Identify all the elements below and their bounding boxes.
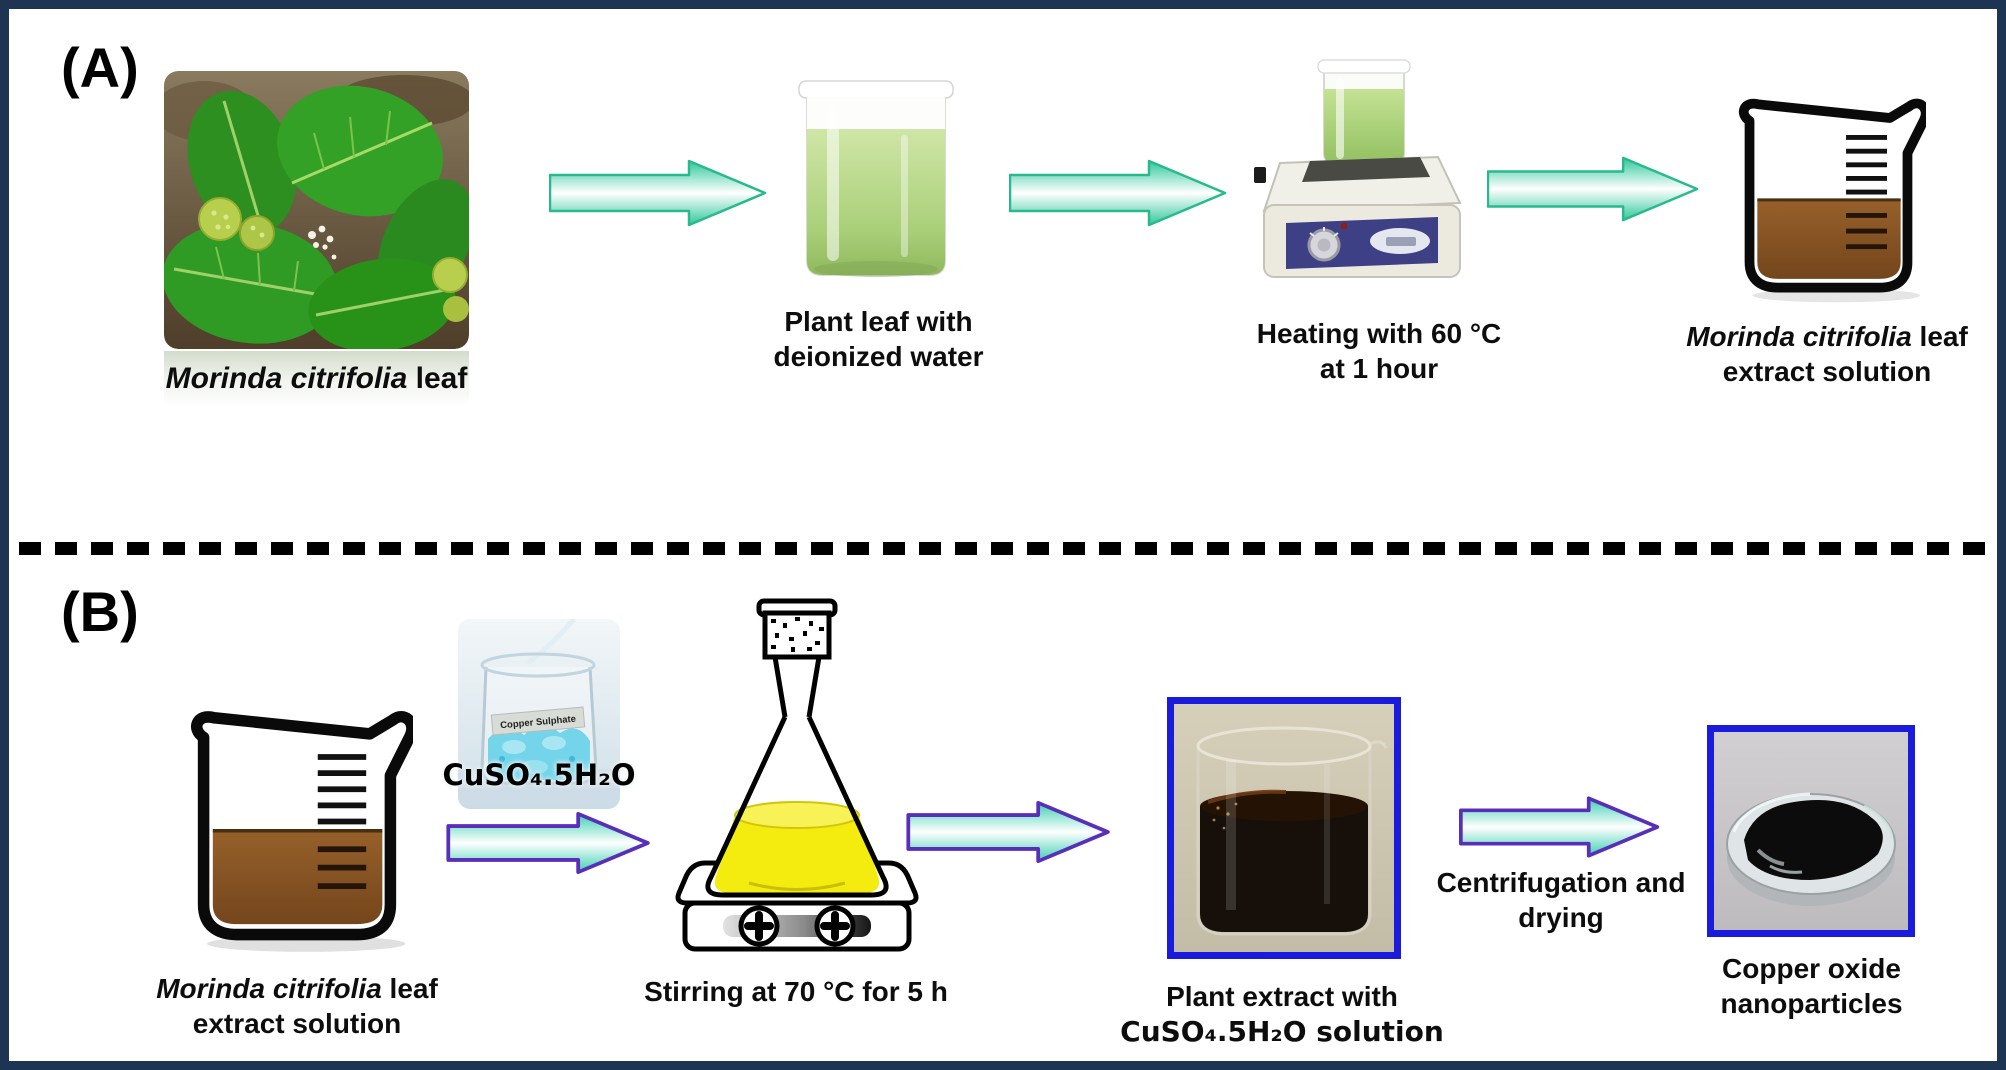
leaf-photo-art bbox=[164, 71, 469, 349]
bottle-label: Copper Sulphate bbox=[490, 706, 586, 736]
brown-extract-liquid bbox=[1757, 199, 1901, 279]
arrow-b2-icon bbox=[901, 800, 1117, 864]
flask-stopper bbox=[756, 598, 838, 660]
dark-extract-liquid bbox=[1200, 806, 1368, 932]
flask-on-stirrer bbox=[671, 597, 923, 959]
dashed-divider bbox=[19, 542, 1987, 555]
side-switch bbox=[1254, 167, 1266, 183]
hotplate-heater bbox=[1252, 55, 1467, 298]
morinda-leaf-photo bbox=[164, 71, 469, 349]
photo-beaker-glass bbox=[1196, 746, 1372, 936]
panel-b-label: (B) bbox=[61, 580, 139, 643]
heating-caption: Heating with 60 °C at 1 hour bbox=[1256, 318, 1502, 384]
noni-fruits bbox=[198, 197, 469, 322]
extract-beaker-a bbox=[1731, 85, 1926, 305]
copper-sulfate-photo: Copper Sulphate bbox=[458, 619, 620, 809]
green-liquid bbox=[807, 129, 945, 275]
leaf-caption-species: Morinda citrifolia bbox=[165, 362, 408, 395]
arrow-a3-icon bbox=[1487, 155, 1699, 223]
leaf-photo-reflection bbox=[164, 351, 469, 417]
leaf-caption-rest: leaf bbox=[407, 362, 468, 395]
product-photo bbox=[1707, 725, 1915, 937]
brown-extract-liquid bbox=[212, 830, 383, 925]
product-caption: Copper oxide nanoparticles bbox=[1720, 953, 1903, 1019]
graduation-marks bbox=[1846, 135, 1887, 195]
extract-b-caption: Morinda citrifolia leaf extract solution bbox=[156, 973, 438, 1039]
panel-a-label: (A) bbox=[61, 36, 139, 99]
arrow-a1-icon bbox=[549, 159, 767, 227]
arrow-a2-icon bbox=[1009, 159, 1227, 227]
stirrer-knobs bbox=[738, 905, 856, 947]
heating-surface bbox=[1302, 157, 1430, 182]
extract-beaker-b bbox=[181, 697, 413, 953]
cuo-powder bbox=[1744, 800, 1883, 880]
arrow-b3-icon bbox=[1459, 795, 1661, 859]
cuso4-formula-label: CuSO₄.5H₂O bbox=[442, 758, 636, 792]
yellow-liquid bbox=[714, 806, 880, 893]
leaf-shapes bbox=[164, 85, 469, 349]
flower-cluster bbox=[308, 225, 337, 260]
glass-rod bbox=[526, 619, 576, 665]
arrow-b1-icon bbox=[441, 811, 657, 875]
beaker-rim bbox=[798, 80, 954, 99]
water-beaker-caption: Plant leaf with deionized water bbox=[773, 306, 984, 372]
erlenmeyer-flask bbox=[705, 598, 889, 898]
stirring-caption: Stirring at 70 °C for 5 h bbox=[644, 976, 948, 1007]
mixture-caption: Plant extract with CuSO₄.5H₂O solution bbox=[1120, 981, 1444, 1048]
mixture-photo bbox=[1167, 697, 1401, 959]
graduation-marks-submerged bbox=[1846, 213, 1887, 250]
extract-a-caption: Morinda citrifolia leaf extract solution bbox=[1686, 321, 1968, 387]
centrifugation-caption: Centrifugation and drying bbox=[1436, 867, 1686, 933]
beaker-deionized-water bbox=[797, 75, 955, 279]
leaf-photo-caption: Morinda citrifolia leaf bbox=[119, 361, 514, 396]
heated-beaker bbox=[1317, 59, 1411, 164]
copper-sulfate-crystals bbox=[488, 725, 590, 780]
